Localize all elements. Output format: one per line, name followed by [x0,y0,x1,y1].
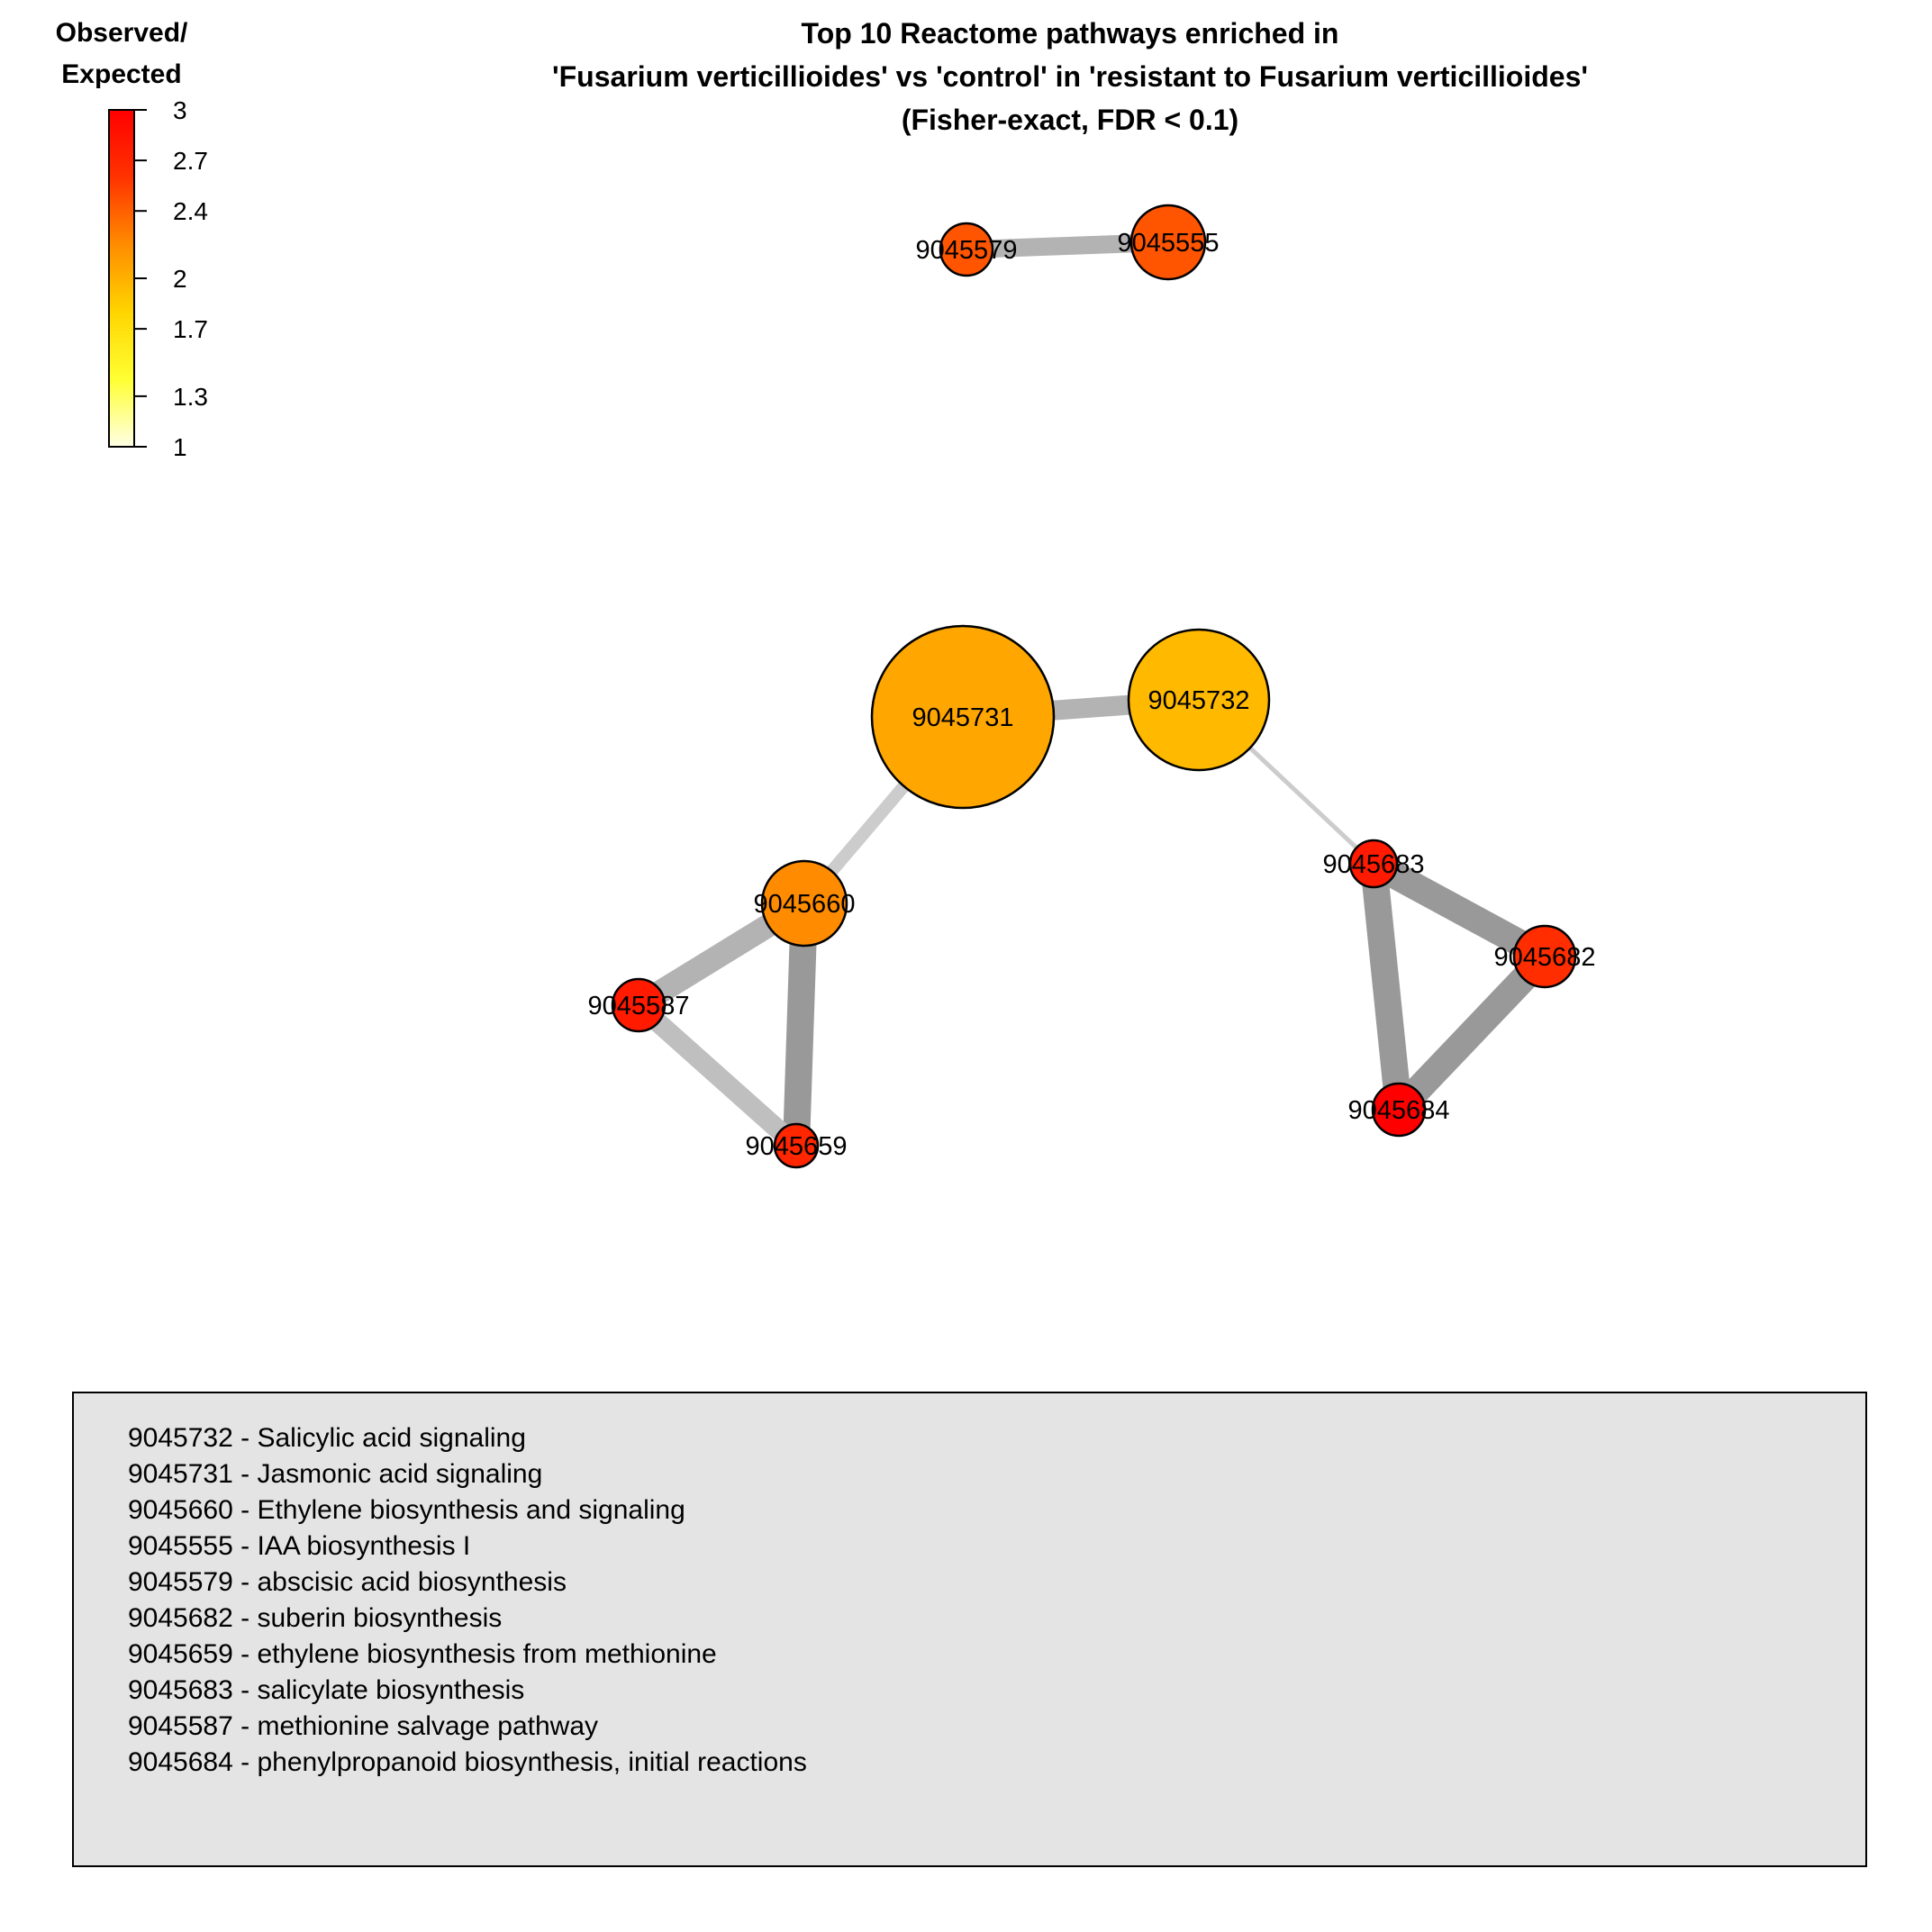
color-scale-tick-label: 1.3 [173,383,208,411]
title-line-3: (Fisher-exact, FDR < 0.1) [902,104,1238,136]
color-scale-title-line-1: Observed/ [56,18,188,48]
network-nodes: 9045579 9045555 9045731 9045732 9045660 90455… [588,204,1596,1169]
network-edge [631,997,803,1154]
network-node: 9045579 [916,222,1018,277]
node-label: 9045660 [754,890,856,919]
node-circle [870,624,1056,810]
legend-entry: 9045731 - Jasmonic acid signaling [128,1459,543,1489]
node-circle [760,859,848,948]
network-node: 9045555 [1118,204,1220,281]
network-edges [631,233,1555,1154]
color-scale-tick-label: 2.7 [173,147,208,175]
network-node: 9045660 [754,859,856,948]
network-edge [1360,862,1412,1111]
diagram-title: Top 10 Reactome pathways enriched in 'Fu… [552,17,1588,136]
legend-entry: 9045684 - phenylpropanoid biosynthesis, … [128,1747,807,1777]
title-line-2: 'Fusarium verticillioides' vs 'control' … [552,60,1588,93]
color-scale-ticks: 3 2.7 2.4 2 1.7 1.3 1 [134,96,208,461]
network-node: 9045732 [1127,628,1271,772]
node-circle [611,977,667,1033]
network-node: 9045731 [870,624,1056,810]
network-node: 9045587 [588,977,690,1033]
legend-entry: 9045555 - IAA biosynthesis I [128,1531,471,1561]
color-scale-tick-label: 1 [173,433,187,461]
network-node: 9045682 [1494,924,1596,989]
node-label: 9045732 [1148,686,1250,715]
network-node: 9045659 [746,1122,848,1169]
node-circle [1127,628,1271,772]
node-circle [939,222,994,277]
legend-entry: 9045660 - Ethylene biosynthesis and sign… [128,1495,685,1525]
legend-entry: 9045579 - abscisic acid biosynthesis [128,1567,567,1597]
color-scale-tick-label: 3 [173,96,187,124]
color-scale-tick-label: 2.4 [173,197,208,225]
node-label: 9045659 [746,1132,848,1161]
pathway-legend-box: 9045732 - Salicylic acid signaling 904573… [72,1392,1867,1867]
node-circle [1129,204,1207,281]
network-edge [1366,851,1552,969]
node-label: 9045684 [1348,1096,1450,1125]
node-circle [1348,839,1399,889]
node-label: 9045579 [916,236,1018,265]
pathway-legend-list: 9045732 - Salicylic acid signaling 904573… [128,1420,807,1781]
legend-entry: 9045683 - salicylate biosynthesis [128,1675,525,1705]
node-label: 9045683 [1323,850,1425,879]
node-circle [1371,1082,1427,1138]
node-circle [1512,924,1577,989]
title-line-1: Top 10 Reactome pathways enriched in [802,17,1339,50]
network-edge [1389,947,1555,1120]
color-scale-legend: Observed/ Expected 3 2.7 2.4 2 1.7 1.3 1 [56,18,208,461]
color-scale-bar [108,109,135,448]
legend-entry: 9045682 - suberin biosynthesis [128,1603,503,1633]
color-scale-tick-label: 1.7 [173,315,208,343]
node-label: 9045731 [912,703,1014,732]
network-node: 9045684 [1348,1082,1450,1138]
node-circle [773,1122,820,1169]
legend-entry: 9045659 - ethylene biosynthesis from met… [128,1639,717,1669]
node-label: 9045682 [1494,943,1596,972]
node-label: 9045555 [1118,229,1220,258]
node-label: 9045587 [588,992,690,1020]
network-node: 9045683 [1323,839,1425,889]
legend-entry: 9045732 - Salicylic acid signaling [128,1423,526,1453]
color-scale-title-line-2: Expected [61,59,181,89]
color-scale-tick-label: 2 [173,265,187,293]
legend-entry: 9045587 - methionine salvage pathway [128,1711,599,1741]
